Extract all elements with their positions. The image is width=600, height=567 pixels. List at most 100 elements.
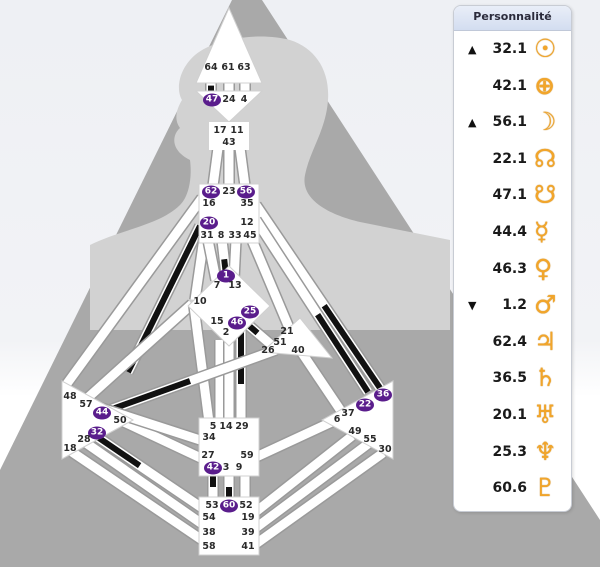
gate-26[interactable]: 26: [261, 345, 275, 356]
gate-57[interactable]: 57: [79, 399, 93, 410]
spleen-center: [61, 380, 135, 460]
gate-line-value: 20.1: [492, 407, 527, 423]
channel: [296, 347, 347, 417]
gate-31[interactable]: 31: [200, 230, 214, 241]
venus-icon: ♀: [534, 253, 553, 283]
gate-54[interactable]: 54: [202, 512, 216, 523]
gate-27[interactable]: 27: [201, 450, 215, 461]
gate-8[interactable]: 8: [217, 230, 225, 241]
gate-20[interactable]: 20: [200, 216, 218, 230]
channel: [250, 432, 355, 518]
gate-line-value: 44.4: [492, 224, 527, 240]
channel-defined-segment: [315, 312, 371, 394]
gate-9[interactable]: 9: [235, 462, 243, 473]
gate-11[interactable]: 11: [230, 125, 244, 136]
gate-47[interactable]: 47: [203, 93, 221, 107]
gate-line-value: 60.6: [492, 480, 527, 497]
gate-39[interactable]: 39: [241, 527, 255, 538]
gate-61[interactable]: 61: [221, 62, 235, 73]
gate-29[interactable]: 29: [235, 421, 249, 432]
planet-row-moon: ▲56.1☽: [454, 107, 571, 141]
channel: [247, 238, 295, 332]
gate-36[interactable]: 36: [374, 388, 392, 402]
gate-55[interactable]: 55: [363, 434, 377, 445]
gate-3[interactable]: 3: [222, 462, 230, 473]
gate-line-value: 62.4: [492, 333, 527, 350]
channel: [250, 440, 371, 534]
gate-1[interactable]: 1: [217, 269, 235, 283]
gate-34[interactable]: 34: [202, 432, 216, 443]
personality-panel: Personnalité ▲32.1☉42.1⊕▲56.1☽22.1☊47.1☋…: [453, 5, 572, 512]
gate-49[interactable]: 49: [348, 426, 362, 437]
earth-icon: ⊕: [534, 70, 555, 100]
gate-60[interactable]: 60: [220, 499, 238, 513]
gate-58[interactable]: 58: [202, 541, 216, 552]
planet-row-saturn: 36.5♄: [454, 363, 571, 397]
channel: [203, 239, 221, 281]
gate-64[interactable]: 64: [204, 62, 218, 73]
gate-24[interactable]: 24: [222, 94, 236, 105]
gate-48[interactable]: 48: [63, 391, 77, 402]
planet-row-mercury: 44.4☿: [454, 217, 571, 251]
gate-5[interactable]: 5: [209, 421, 217, 432]
gate-32[interactable]: 32: [88, 426, 106, 440]
planet-row-pluto: 60.6♇: [454, 473, 571, 507]
gate-21[interactable]: 21: [280, 326, 294, 337]
gate-33[interactable]: 33: [228, 230, 242, 241]
gate-14[interactable]: 14: [219, 421, 233, 432]
uranus-icon: ♅: [534, 400, 557, 429]
channel-defined-segment: [321, 303, 383, 390]
gate-37[interactable]: 37: [341, 408, 355, 419]
gate-16[interactable]: 16: [202, 198, 216, 209]
gate-53[interactable]: 53: [205, 500, 219, 511]
planet-row-earth: 42.1 ⊕: [454, 71, 571, 105]
gate-52[interactable]: 52: [239, 500, 253, 511]
gate-45[interactable]: 45: [243, 230, 257, 241]
gate-25[interactable]: 25: [241, 305, 259, 319]
gate-42[interactable]: 42: [204, 461, 222, 475]
gate-line-value: 42.1: [492, 77, 527, 94]
gate-41[interactable]: 41: [241, 541, 255, 552]
gate-18[interactable]: 18: [63, 443, 77, 454]
jupiter-icon: ♃: [534, 326, 557, 356]
planet-row-south-node: 47.1☋: [454, 180, 571, 214]
gate-51[interactable]: 51: [273, 337, 287, 348]
gate-13[interactable]: 13: [228, 280, 242, 291]
centers: [61, 6, 394, 556]
gate-46[interactable]: 46: [228, 316, 246, 330]
planet-row-north-node: 22.1☊: [454, 144, 571, 178]
gate-10[interactable]: 10: [193, 296, 207, 307]
gate-28[interactable]: 28: [77, 434, 91, 445]
channel: [78, 300, 196, 407]
gate-44[interactable]: 44: [93, 406, 111, 420]
gate-38[interactable]: 38: [202, 527, 216, 538]
gate-15[interactable]: 15: [210, 316, 224, 327]
gate-43[interactable]: 43: [222, 137, 236, 148]
gate-50[interactable]: 50: [113, 415, 127, 426]
channel: [190, 237, 209, 301]
gate-2[interactable]: 2: [222, 327, 230, 338]
ego-center: [260, 317, 334, 359]
gate-4[interactable]: 4: [240, 94, 248, 105]
planet-row-mars: ▼1.2♂: [454, 290, 571, 324]
gate-59[interactable]: 59: [240, 450, 254, 461]
gate-30[interactable]: 30: [378, 444, 392, 455]
gate-17[interactable]: 17: [213, 125, 227, 136]
gate-line-value: 25.3: [492, 443, 527, 460]
gate-56[interactable]: 56: [237, 185, 255, 199]
gate-line-value: 47.1: [492, 187, 527, 204]
gate-40[interactable]: 40: [291, 345, 305, 356]
gate-22[interactable]: 22: [356, 398, 374, 412]
gate-19[interactable]: 19: [241, 512, 255, 523]
gate-6[interactable]: 6: [333, 414, 341, 425]
gate-62[interactable]: 62: [202, 185, 220, 199]
gate-23[interactable]: 23: [222, 186, 236, 197]
gate-7[interactable]: 7: [213, 280, 221, 291]
gate-63[interactable]: 63: [237, 62, 251, 73]
channel: [208, 147, 223, 187]
gate-35[interactable]: 35: [240, 198, 254, 209]
g-center: [187, 265, 271, 347]
channel: [83, 439, 208, 530]
gate-12[interactable]: 12: [240, 217, 254, 228]
